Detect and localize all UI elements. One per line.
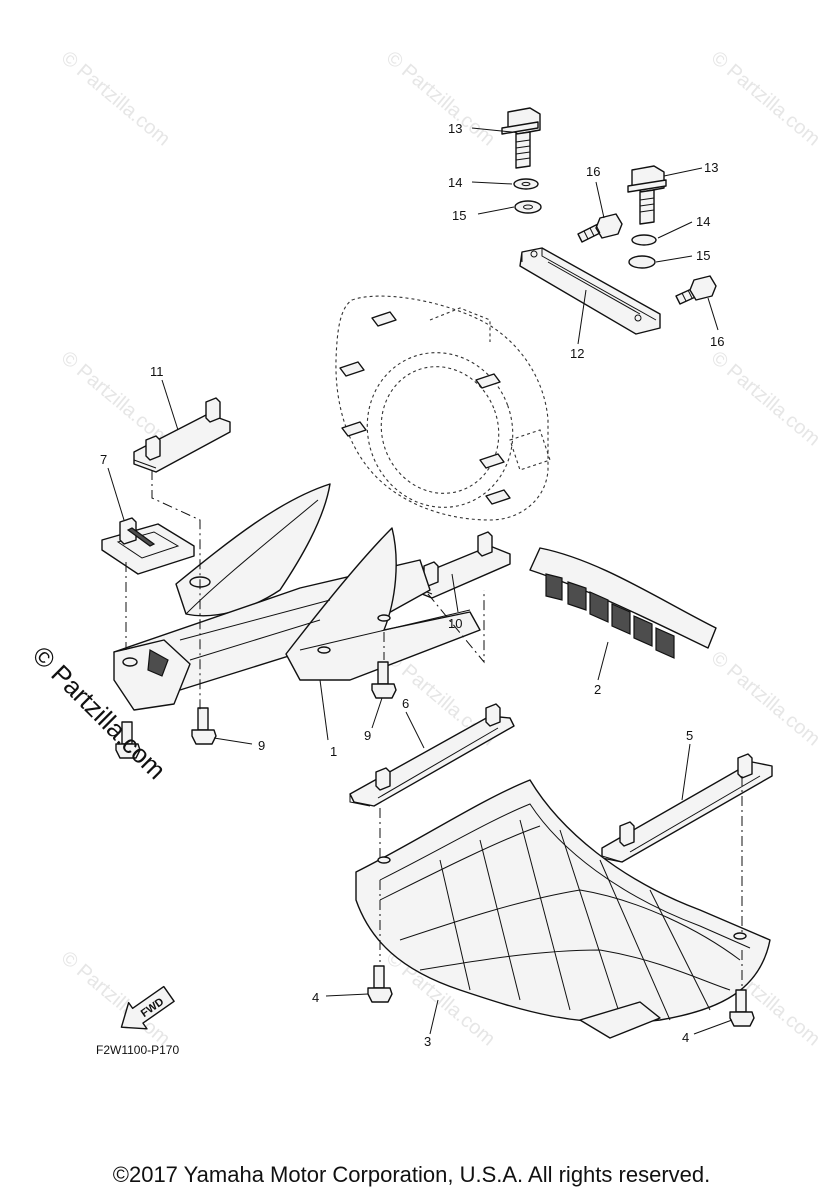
callout-9-center: 9 bbox=[364, 728, 371, 743]
watermark-5: © Partzilla.com bbox=[707, 347, 823, 450]
callout-15-right: 15 bbox=[696, 248, 710, 263]
part-13-bolt-right bbox=[627, 165, 667, 225]
copyright-notice: ©2017 Yamaha Motor Corporation, U.S.A. A… bbox=[112, 1162, 711, 1187]
part-4-bolt-left bbox=[367, 965, 393, 1003]
watermark-3: © Partzilla.com bbox=[707, 47, 823, 150]
callout-9-left: 9 bbox=[258, 738, 265, 753]
leader-lines bbox=[107, 127, 733, 1035]
callout-1: 1 bbox=[330, 744, 337, 759]
part-16-bolt-left bbox=[577, 213, 623, 243]
part-5-rail bbox=[601, 753, 773, 863]
part-12-bracket bbox=[519, 247, 661, 335]
figure-code: F2W1100-P170 bbox=[96, 1043, 179, 1057]
parts-diagram: © Partzilla.com © Partzilla.com © Partzi… bbox=[57, 47, 823, 1057]
callout-13-right: 13 bbox=[704, 160, 718, 175]
part-14-washer-top bbox=[513, 178, 539, 190]
engine-mount-plate bbox=[335, 295, 551, 521]
callout-16-right: 16 bbox=[710, 334, 724, 349]
part-15-washer-right bbox=[628, 255, 656, 269]
part-4-bolt-right bbox=[729, 989, 755, 1027]
part-bolt-far-left bbox=[115, 721, 141, 759]
callout-4-right: 4 bbox=[682, 1030, 689, 1045]
part-9-bolt-center bbox=[371, 661, 397, 699]
part-10-mount bbox=[411, 531, 511, 599]
part-7-mount bbox=[101, 517, 195, 575]
part-3-hull-grid bbox=[355, 779, 771, 1039]
callout-5: 5 bbox=[686, 728, 693, 743]
watermark-2: © Partzilla.com bbox=[382, 47, 499, 150]
callout-7: 7 bbox=[100, 452, 107, 467]
callout-14-right: 14 bbox=[696, 214, 710, 229]
callout-labels: 13 14 15 16 13 14 15 16 12 11 7 10 2 6 9… bbox=[100, 121, 724, 1049]
callout-13-top: 13 bbox=[448, 121, 462, 136]
part-16-bolt-right bbox=[675, 275, 717, 305]
part-15-washer-top bbox=[514, 200, 542, 214]
callout-16-top: 16 bbox=[586, 164, 600, 179]
callout-4-left: 4 bbox=[312, 990, 319, 1005]
callout-10: 10 bbox=[448, 616, 462, 631]
part-14-washer-right bbox=[631, 234, 657, 246]
watermark-7: © Partzilla.com bbox=[707, 647, 823, 750]
part-1-engine-bed bbox=[113, 483, 481, 711]
callout-3: 3 bbox=[424, 1034, 431, 1049]
part-11-mount bbox=[133, 397, 231, 473]
callout-11: 11 bbox=[150, 364, 164, 379]
alignment-lines bbox=[125, 470, 743, 988]
part-6-rail bbox=[349, 703, 515, 807]
callout-15-top: 15 bbox=[452, 208, 466, 223]
callout-6: 6 bbox=[402, 696, 409, 711]
part-13-bolt-top bbox=[501, 107, 541, 169]
callout-12: 12 bbox=[570, 346, 584, 361]
part-9-bolt-left bbox=[191, 707, 217, 745]
part-2-pad bbox=[529, 547, 717, 659]
watermark-1: © Partzilla.com bbox=[57, 47, 174, 150]
callout-14-top: 14 bbox=[448, 175, 462, 190]
watermark-4: © Partzilla.com bbox=[57, 347, 174, 450]
callout-2: 2 bbox=[594, 682, 601, 697]
